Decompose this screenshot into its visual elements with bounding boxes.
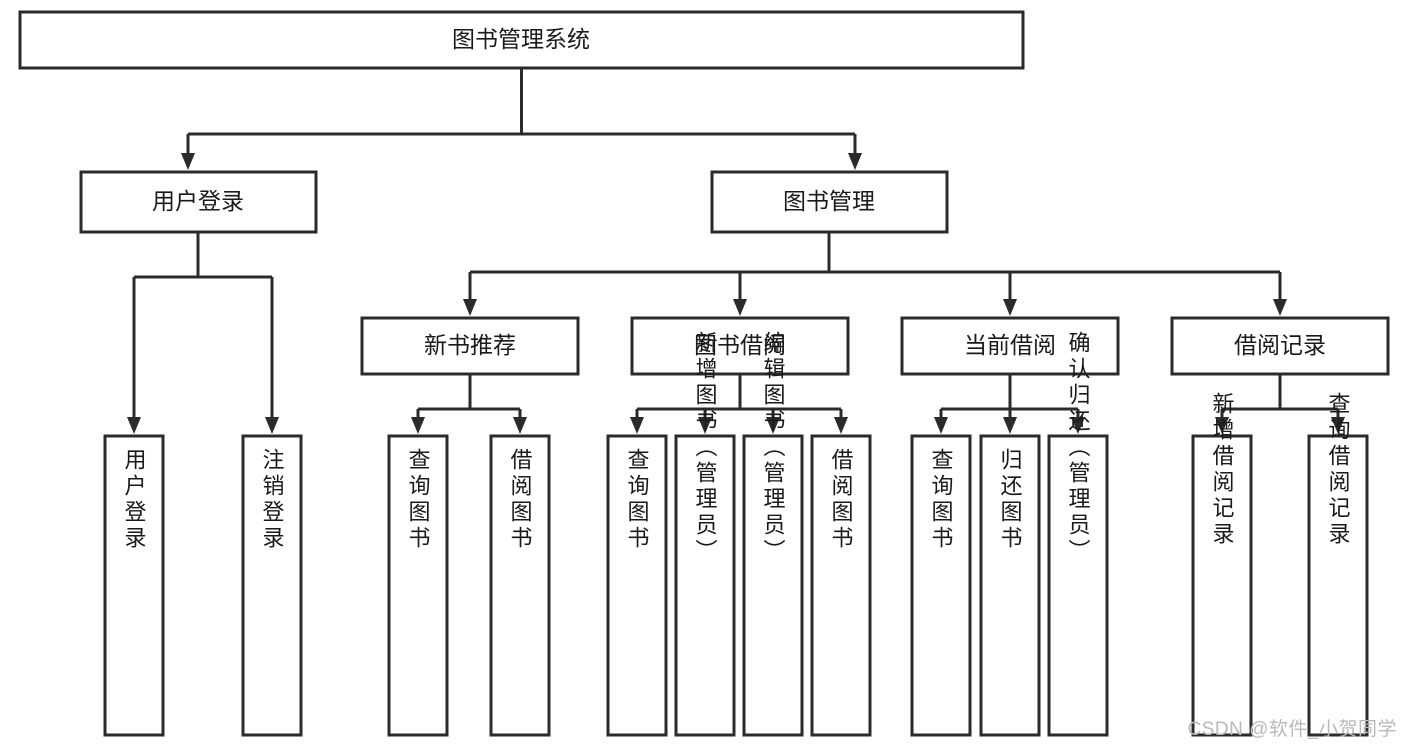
leaf-new-book-1[interactable]: 查询图书	[387, 434, 449, 737]
leaf-current-borrow-2-box[interactable]	[979, 434, 1041, 737]
node-book-management[interactable]: 图书管理	[710, 170, 949, 234]
leaf-book-borrow-4[interactable]: 借阅图书	[810, 434, 872, 737]
leaf-current-borrow-1-box[interactable]	[910, 434, 972, 737]
arrow-ul-c2	[265, 417, 279, 434]
leaf-borrow-record-2[interactable]: 查询借阅记录	[1307, 392, 1369, 737]
connector-layer	[127, 68, 1345, 434]
node-book-borrow-box[interactable]	[630, 316, 850, 376]
node-user-login[interactable]: 用户登录	[79, 170, 318, 234]
arrow-cb-c3	[1071, 417, 1085, 434]
node-root-box[interactable]	[18, 10, 1025, 70]
leaf-new-book-1-label: 查询图书	[406, 448, 431, 552]
leaf-current-borrow-1-label: 查询图书	[929, 448, 954, 552]
arrow-bb-c2	[698, 417, 712, 434]
leaf-current-borrow-3[interactable]: 确认归还（管理员）	[1047, 331, 1109, 737]
leaf-new-book-1-box[interactable]	[387, 434, 449, 737]
leaf-book-borrow-1-label: 查询图书	[625, 448, 650, 552]
node-new-book-recommend-label: 新书推荐	[424, 332, 516, 358]
arrow-bb-c3	[766, 417, 780, 434]
leaf-book-borrow-3-box[interactable]	[742, 434, 804, 737]
leaf-book-borrow-3-label: 编辑图书（管理员）	[761, 331, 786, 565]
leaf-book-borrow-4-label: 借阅图书	[829, 448, 854, 552]
node-current-borrow[interactable]: 当前借阅	[900, 316, 1120, 376]
leaf-user-login-1-label: 用户登录	[122, 448, 147, 552]
leaf-new-book-2-box[interactable]	[489, 434, 551, 737]
leaf-user-login-2-box[interactable]	[241, 434, 303, 737]
leaf-borrow-record-2-box[interactable]	[1307, 434, 1369, 737]
node-user-login-label: 用户登录	[152, 188, 244, 214]
arrow-bb-c1	[630, 417, 644, 434]
node-book-management-label: 图书管理	[783, 188, 875, 214]
leaf-current-borrow-3-label: 确认归还（管理员）	[1066, 331, 1091, 565]
leaf-borrow-record-2-label: 查询借阅记录	[1326, 392, 1351, 548]
arrow-bm-c3	[1003, 299, 1017, 316]
leaf-current-borrow-1[interactable]: 查询图书	[910, 434, 972, 737]
arrow-nb-c1	[411, 417, 425, 434]
arrow-book-mgmt	[848, 153, 862, 170]
arrow-ul-c1	[127, 417, 141, 434]
leaf-book-borrow-2[interactable]: 新增图书（管理员）	[674, 331, 736, 737]
leaf-new-book-2[interactable]: 借阅图书	[489, 434, 551, 737]
leaf-user-login-2[interactable]: 注销登录	[241, 434, 303, 737]
node-current-borrow-label: 当前借阅	[964, 332, 1056, 358]
node-root-label: 图书管理系统	[452, 26, 590, 52]
node-borrow-record[interactable]: 借阅记录	[1170, 316, 1390, 376]
node-book-borrow-label: 图书借阅	[694, 332, 786, 358]
arrow-bb-c4	[834, 417, 848, 434]
leaf-user-login-1-box[interactable]	[103, 434, 165, 737]
leaf-book-borrow-1[interactable]: 查询图书	[606, 434, 668, 737]
arrow-br-c2	[1331, 417, 1345, 434]
leaf-user-login-2-label: 注销登录	[260, 448, 285, 552]
leaf-borrow-record-1-label: 新增借阅记录	[1210, 392, 1235, 548]
arrow-user-login	[181, 153, 195, 170]
leaf-borrow-record-1[interactable]: 新增借阅记录	[1191, 392, 1253, 737]
leaf-book-borrow-3[interactable]: 编辑图书（管理员）	[742, 331, 804, 737]
node-user-login-box[interactable]	[79, 170, 318, 234]
node-book-management-box[interactable]	[710, 170, 949, 234]
node-borrow-record-box[interactable]	[1170, 316, 1390, 376]
node-current-borrow-box[interactable]	[900, 316, 1120, 376]
arrow-bm-c2	[733, 299, 747, 316]
node-new-book-recommend-box[interactable]	[360, 316, 580, 376]
leaf-current-borrow-2-label: 归还图书	[998, 448, 1023, 552]
leaf-borrow-record-1-box[interactable]	[1191, 434, 1253, 737]
arrow-br-c1	[1215, 417, 1229, 434]
node-borrow-record-label: 借阅记录	[1234, 332, 1326, 358]
node-new-book-recommend[interactable]: 新书推荐	[360, 316, 580, 376]
node-root[interactable]: 图书管理系统	[18, 10, 1025, 70]
leaf-current-borrow-3-box[interactable]	[1047, 434, 1109, 737]
arrow-cb-c2	[1003, 417, 1017, 434]
leaf-book-borrow-2-label: 新增图书（管理员）	[693, 331, 718, 565]
leaf-user-login-1[interactable]: 用户登录	[103, 434, 165, 737]
arrow-cb-c1	[934, 417, 948, 434]
arrow-nb-c2	[513, 417, 527, 434]
leaf-book-borrow-2-box[interactable]	[674, 434, 736, 737]
leaf-new-book-2-label: 借阅图书	[508, 448, 533, 552]
arrow-bm-c4	[1273, 299, 1287, 316]
leaf-book-borrow-1-box[interactable]	[606, 434, 668, 737]
node-book-borrow[interactable]: 图书借阅	[630, 316, 850, 376]
leaf-book-borrow-4-box[interactable]	[810, 434, 872, 737]
leaf-current-borrow-2[interactable]: 归还图书	[979, 434, 1041, 737]
arrow-bm-c1	[463, 299, 477, 316]
